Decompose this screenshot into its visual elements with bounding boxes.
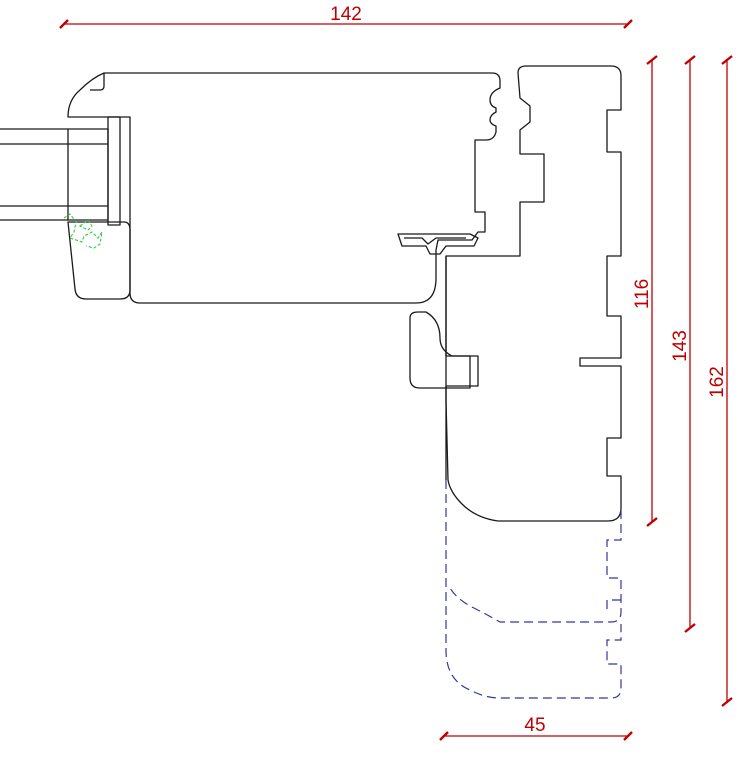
dimension-mid-height: 143 bbox=[670, 55, 696, 633]
dimension-frame-depth: 116 bbox=[632, 55, 658, 527]
dimension-label-bottom-width: 45 bbox=[524, 715, 545, 736]
dimension-bottom-width: 45 bbox=[439, 715, 633, 741]
sash-profile bbox=[67, 72, 501, 304]
sash-rebate bbox=[90, 73, 105, 91]
dimension-top-width: 142 bbox=[59, 4, 633, 29]
alternate-frame-profiles bbox=[445, 480, 622, 699]
gasket-seal bbox=[63, 213, 103, 249]
dimension-label-top-width: 142 bbox=[330, 4, 362, 25]
dimension-label-mid-height: 143 bbox=[670, 330, 691, 362]
dimension-label-frame-depth: 116 bbox=[632, 279, 653, 309]
glazing-bead bbox=[67, 221, 131, 300]
reinforcement-block bbox=[409, 311, 471, 389]
frame-profile bbox=[445, 65, 622, 522]
glazing-unit bbox=[0, 116, 121, 226]
dimension-label-overall-height: 162 bbox=[707, 366, 728, 398]
weather-strip-inner bbox=[404, 237, 466, 245]
dimension-overall-height: 162 bbox=[707, 55, 733, 707]
weather-strip bbox=[397, 233, 479, 255]
